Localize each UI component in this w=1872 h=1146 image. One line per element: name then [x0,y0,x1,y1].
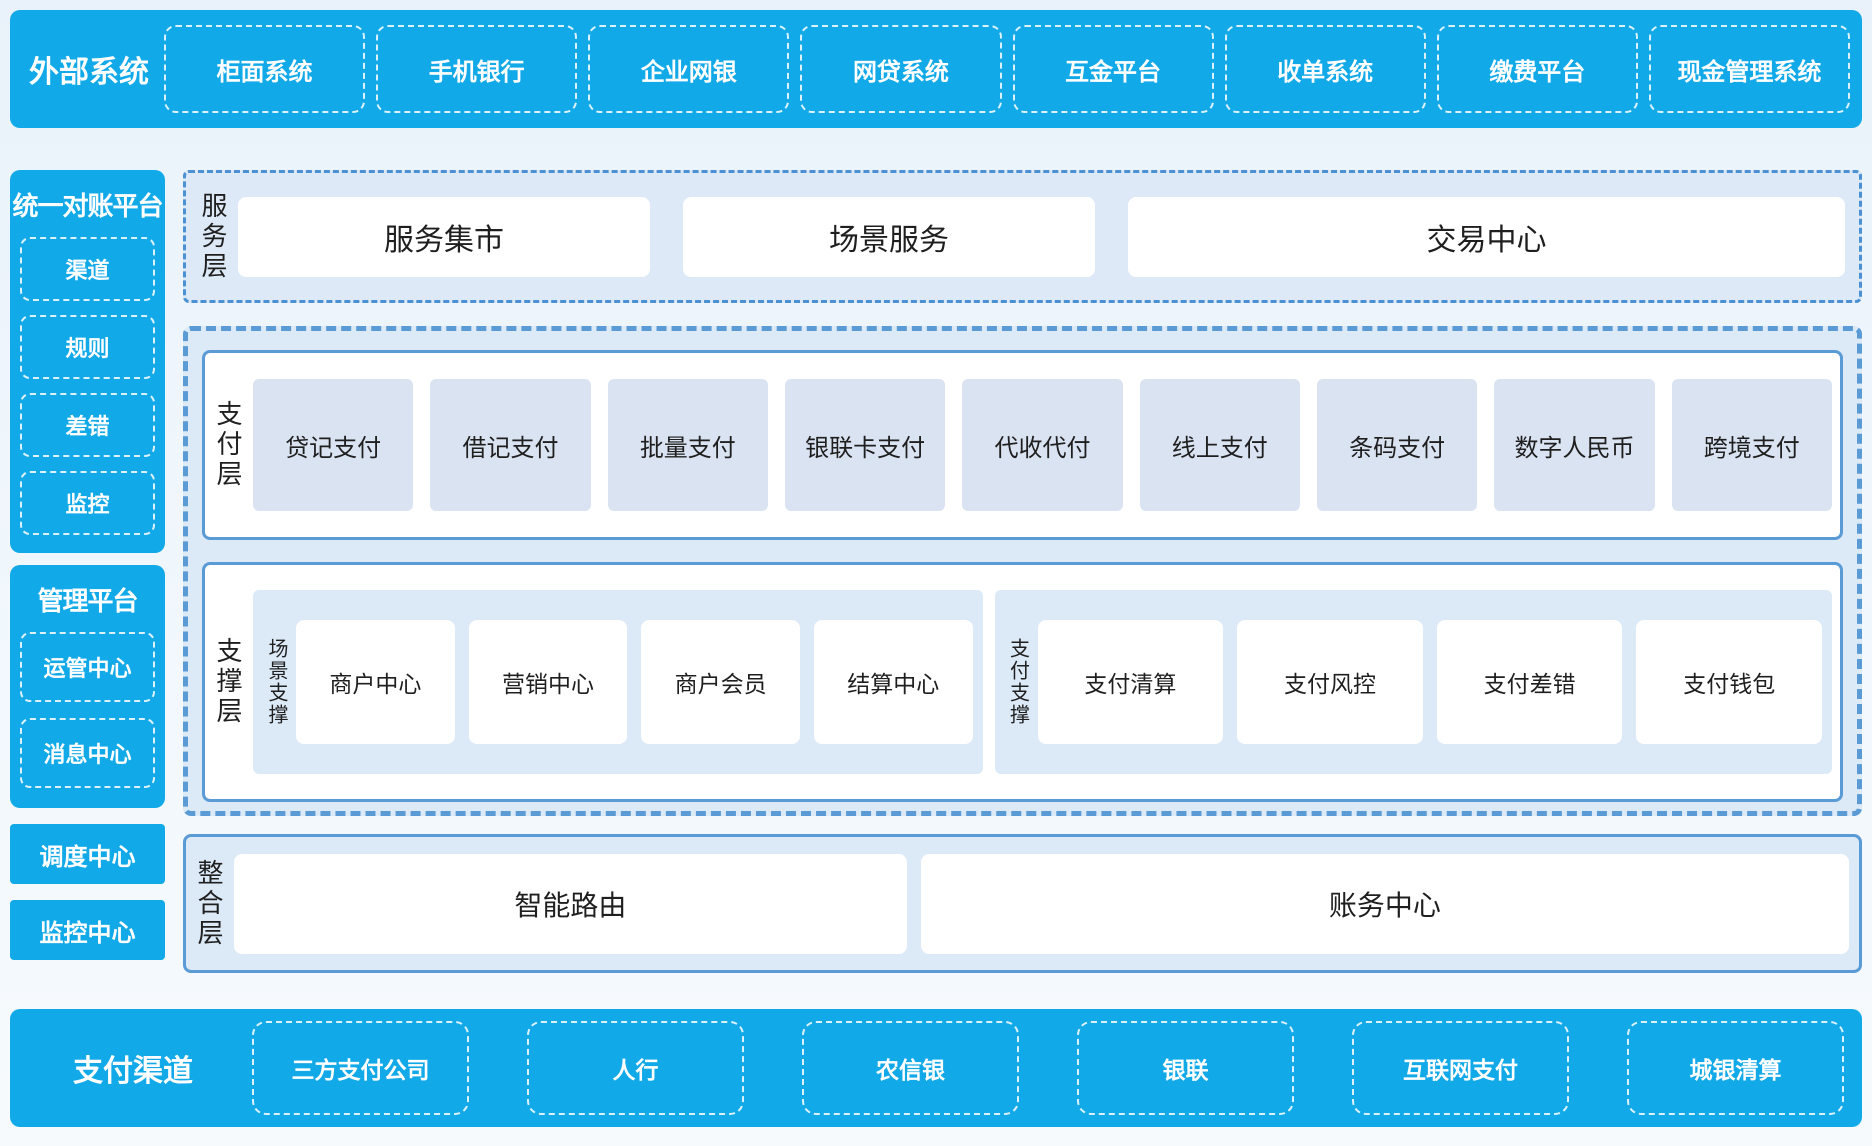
payment-channel-chip: 城银清算 [1627,1021,1844,1115]
payment-item: 数字人民币 [1494,379,1655,511]
integration-box: 智能路由 [234,853,907,954]
external-system-chip: 网贷系统 [800,25,1002,113]
integration-layer-label: 整合层 [194,858,224,949]
scene-support-item: 营销中心 [468,620,628,744]
payment-item: 借记支付 [430,379,591,511]
management-chip: 消息中心 [20,718,155,788]
scene-support-label: 场景支撑 [265,638,287,726]
scene-support-item: 商户中心 [296,620,455,744]
reconciliation-platform-title: 统一对账平台 [12,191,163,221]
external-systems-chip-row: 柜面系统 手机银行 企业网银 网贷系统 互金平台 收单系统 缴费平台 现金管理系… [164,25,1850,113]
payment-channel-chip: 人行 [527,1021,744,1115]
payment-support-label: 支付支撑 [1006,638,1029,726]
payment-channels-title: 支付渠道 [73,1055,193,1088]
external-system-chip: 收单系统 [1224,25,1426,113]
core-layers-container: 支付层 贷记支付 借记支付 批量支付 银联卡支付 代收代付 线上支付 条码支付 … [183,326,1862,816]
management-chip: 运管中心 [20,632,155,702]
external-system-chip: 缴费平台 [1436,25,1638,113]
payment-item: 条码支付 [1316,379,1478,511]
support-layer-label: 支撑层 [213,637,243,727]
main-layers: 服务层 服务集市 场景服务 交易中心 支付层 贷记支付 借记支付 批量支付 银联… [183,170,1862,973]
support-layer: 支撑层 场景支撑 商户中心 营销中心 商户会员 结算中心 [202,562,1843,802]
payment-layer: 支付层 贷记支付 借记支付 批量支付 银联卡支付 代收代付 线上支付 条码支付 … [202,350,1843,540]
payment-layer-label: 支付层 [213,400,243,490]
external-system-chip: 手机银行 [376,25,578,113]
reconciliation-platform-panel: 统一对账平台 渠道 规则 差错 监控 [10,170,165,553]
reconciliation-chip: 差错 [20,393,155,457]
integration-layer: 整合层 智能路由 账务中心 [183,834,1862,973]
dispatch-center-box: 调度中心 [10,824,165,884]
management-platform-panel: 管理平台 运管中心 消息中心 [10,565,165,808]
service-box: 场景服务 [683,196,1096,277]
reconciliation-chip: 监控 [20,471,155,535]
content-area: 统一对账平台 渠道 规则 差错 监控 管理平台 运管中心 消息中心 调度中心 监… [10,170,1862,973]
payment-support-items: 支付清算 支付风控 支付差错 支付钱包 [1037,620,1822,744]
external-system-chip: 柜面系统 [164,25,366,113]
payment-support-item: 支付风控 [1237,620,1423,744]
sidebar: 统一对账平台 渠道 规则 差错 监控 管理平台 运管中心 消息中心 调度中心 监… [10,170,165,973]
payment-support-item: 支付差错 [1436,620,1623,744]
external-system-chip: 企业网银 [588,25,790,113]
scene-support-item: 商户会员 [641,620,800,744]
payment-item: 跨境支付 [1671,379,1832,511]
service-box: 交易中心 [1128,196,1845,277]
external-systems-bar: 外部系统 柜面系统 手机银行 企业网银 网贷系统 互金平台 收单系统 缴费平台 … [10,10,1862,128]
integration-box: 账务中心 [920,853,1849,954]
payment-item: 贷记支付 [253,379,414,511]
payment-channel-chip: 三方支付公司 [252,1021,469,1115]
external-system-chip: 互金平台 [1012,25,1214,113]
management-platform-title: 管理平台 [37,586,138,616]
payment-channel-chip: 互联网支付 [1352,1021,1569,1115]
payment-channel-chip: 农信银 [802,1021,1019,1115]
support-layer-groups: 场景支撑 商户中心 营销中心 商户会员 结算中心 支付支撑 支付清算 [253,590,1832,774]
payment-support-group: 支付支撑 支付清算 支付风控 支付差错 支付钱包 [994,590,1832,774]
reconciliation-chip: 规则 [20,315,155,379]
scene-support-item: 结算中心 [813,620,973,744]
payment-support-item: 支付钱包 [1636,620,1822,744]
service-layer-boxes: 服务集市 场景服务 交易中心 [238,196,1845,277]
payment-channels-chip-row: 三方支付公司 人行 农信银 银联 互联网支付 城银清算 [252,1021,1844,1115]
payment-item: 银联卡支付 [784,379,946,511]
external-system-chip: 现金管理系统 [1648,25,1850,113]
external-systems-title: 外部系统 [29,56,149,89]
service-box: 服务集市 [238,196,651,277]
integration-layer-boxes: 智能路由 账务中心 [234,853,1849,954]
scene-support-items: 商户中心 营销中心 商户会员 结算中心 [296,620,973,744]
service-layer-label: 服务层 [198,191,228,282]
scene-support-group: 场景支撑 商户中心 营销中心 商户会员 结算中心 [253,590,983,774]
monitor-center-box: 监控中心 [10,900,165,960]
payment-channels-bar: 支付渠道 三方支付公司 人行 农信银 银联 互联网支付 城银清算 [10,1009,1862,1127]
reconciliation-chip: 渠道 [20,237,155,301]
service-layer: 服务层 服务集市 场景服务 交易中心 [183,170,1862,303]
payment-channel-chip: 银联 [1077,1021,1294,1115]
payment-item: 线上支付 [1139,379,1300,511]
payment-support-item: 支付清算 [1037,620,1224,744]
payment-item: 代收代付 [962,379,1123,511]
payment-layer-items: 贷记支付 借记支付 批量支付 银联卡支付 代收代付 线上支付 条码支付 数字人民… [253,379,1832,511]
payment-item: 批量支付 [607,379,768,511]
